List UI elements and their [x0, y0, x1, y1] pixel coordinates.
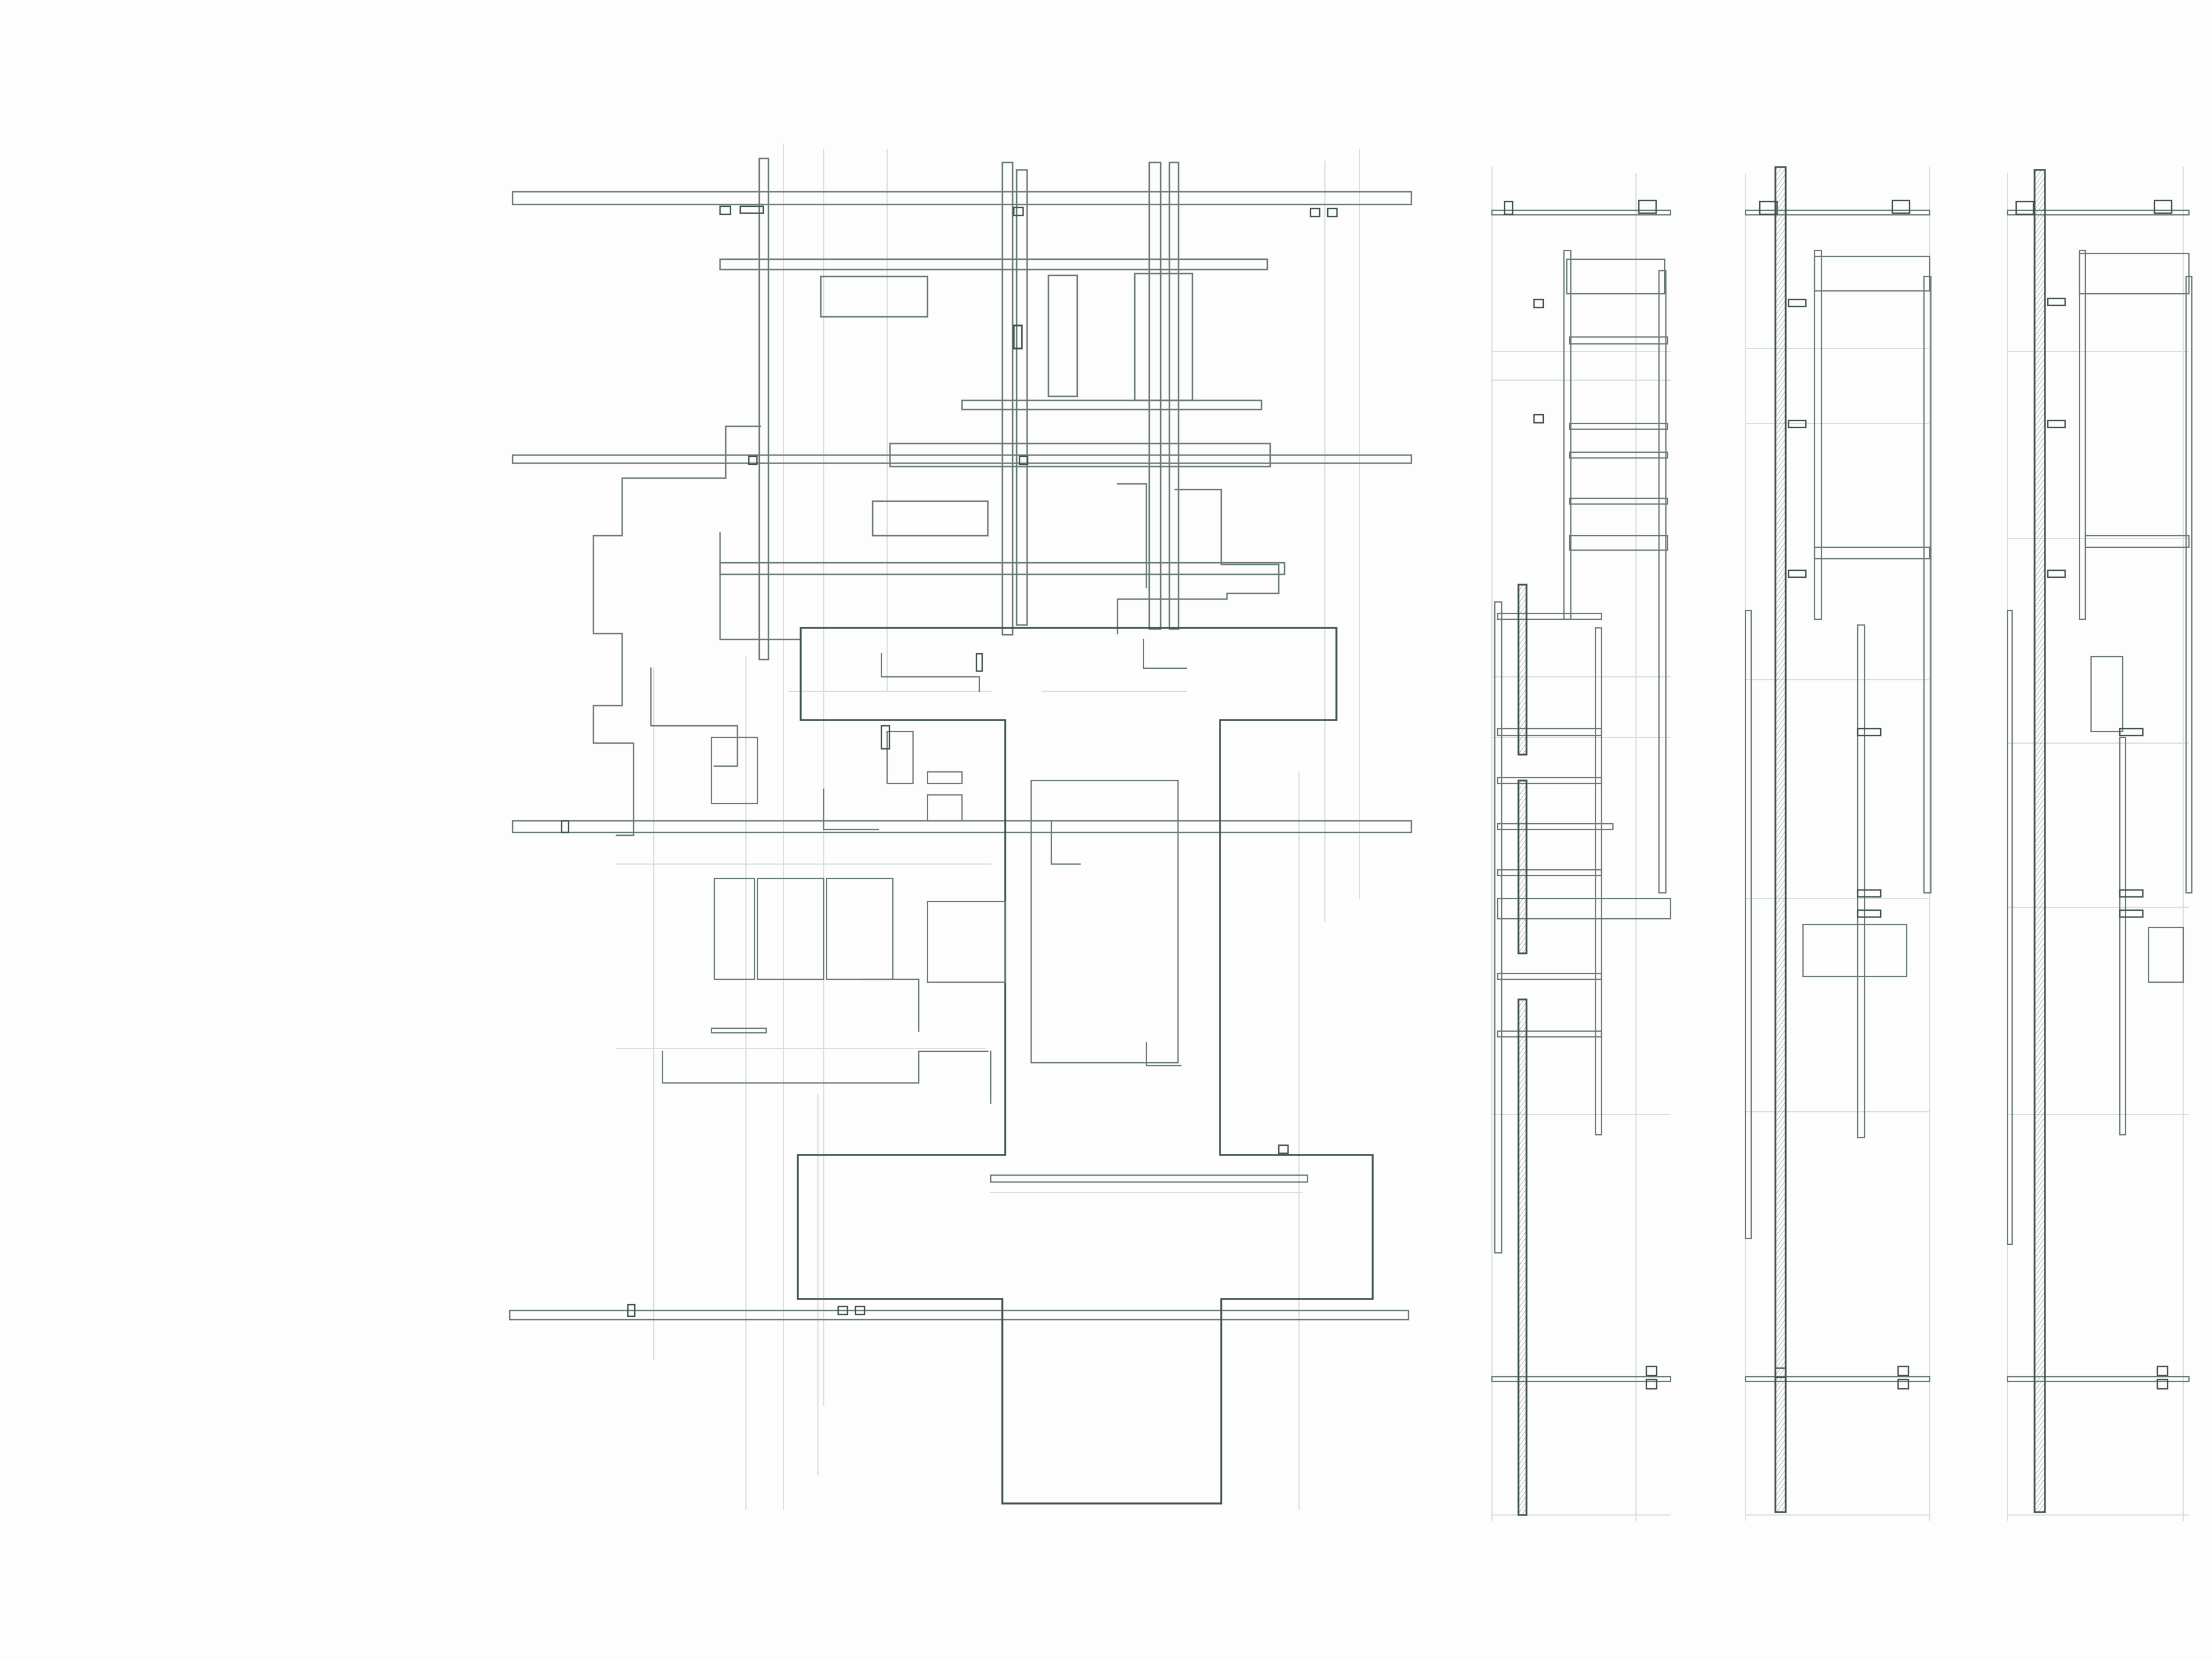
plan-upper-grid	[719, 157, 1286, 661]
section-a-markers	[1503, 199, 1658, 1390]
section-a-floors	[1491, 209, 1672, 1382]
plan-main-volume	[797, 627, 1374, 1505]
plan-stepped-outline	[592, 425, 1280, 836]
plan-view	[509, 143, 1412, 1510]
section-b-view	[1744, 166, 1932, 1521]
section-c-markers	[2015, 199, 2173, 1390]
section-c-view	[2006, 167, 2193, 1521]
section-a-wall-cut	[1517, 584, 1528, 1516]
section-b-markers	[1759, 199, 1911, 1390]
plan-column-markers	[560, 205, 1338, 1317]
section-b-construction-lines	[1745, 167, 1930, 1521]
plan-construction-lines	[616, 143, 1360, 1510]
section-b-floors	[1744, 209, 1932, 1382]
plan-datum-bars	[509, 191, 1412, 1321]
plan-interior-rooms	[661, 638, 1309, 1183]
section-a-view	[1491, 167, 1672, 1521]
section-c-floors	[2006, 209, 2193, 1382]
section-c-wall-cut	[2033, 169, 2046, 1513]
section-b-wall-cut	[1774, 166, 1787, 1513]
